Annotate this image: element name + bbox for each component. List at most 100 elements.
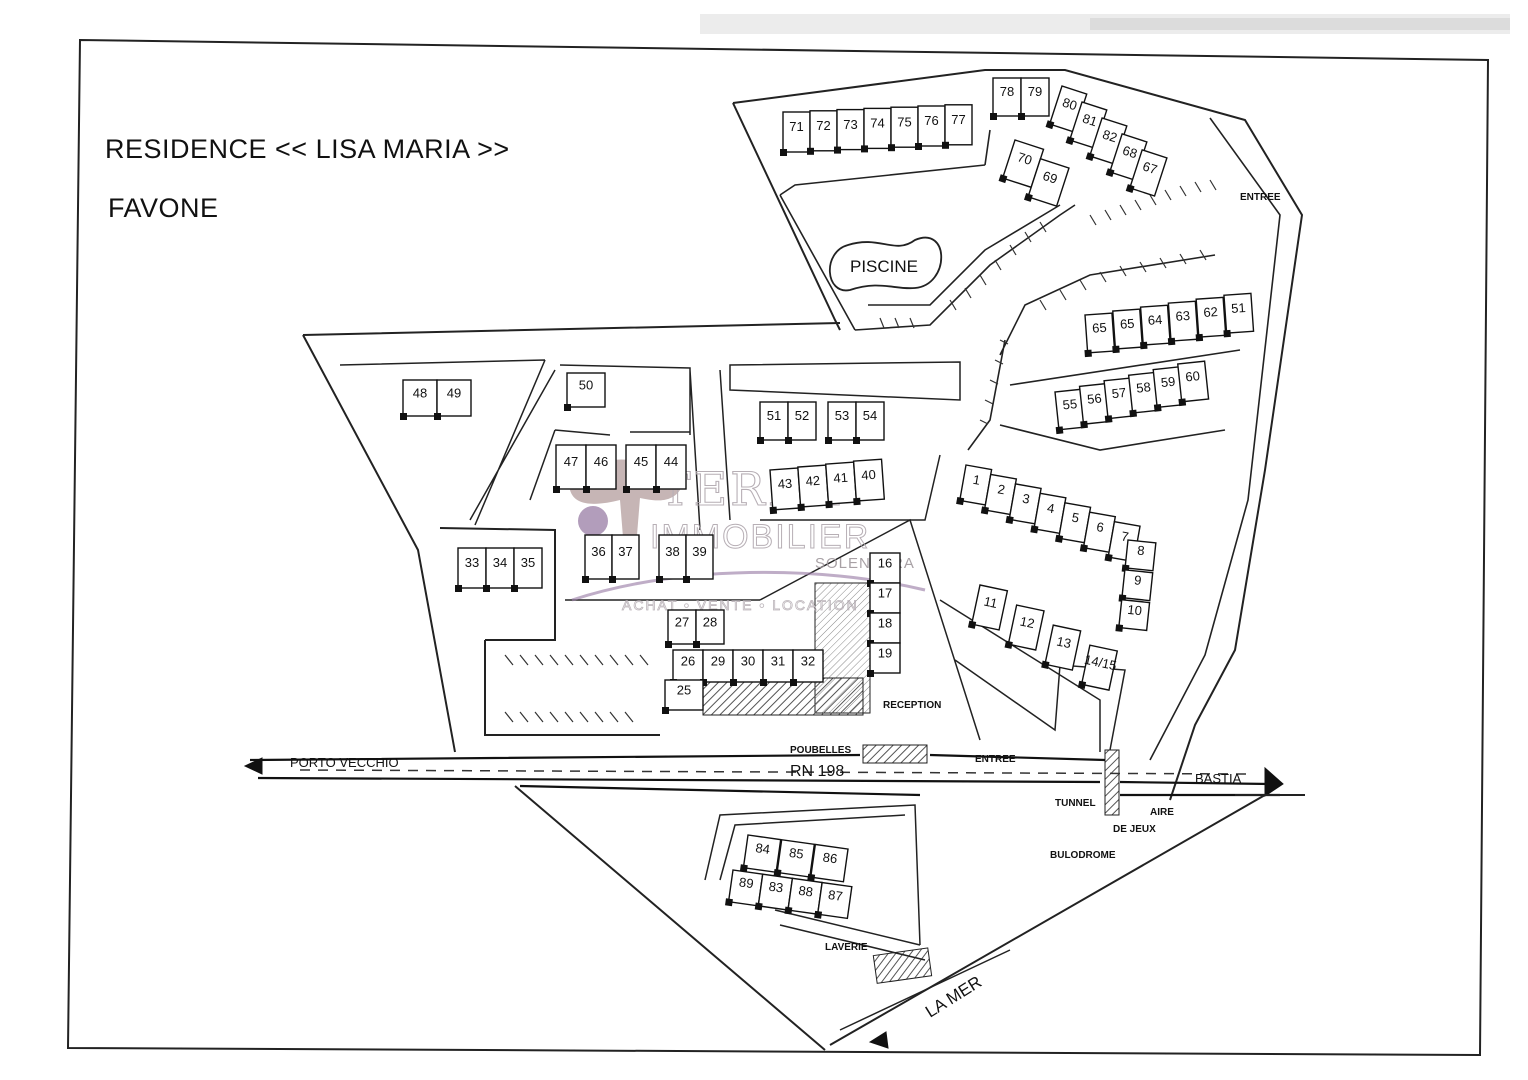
unit-38[interactable]: 38	[656, 534, 687, 583]
unit-outline	[827, 401, 857, 441]
parking-marker-icon	[1129, 409, 1138, 418]
unit-5[interactable]: 5	[1055, 501, 1092, 546]
unit-60[interactable]: 60	[1175, 360, 1210, 407]
unit-75[interactable]: 75	[888, 106, 919, 152]
unit-19[interactable]: 19	[867, 642, 901, 677]
unit-45[interactable]: 45	[623, 444, 657, 493]
unit-32[interactable]: 32	[790, 649, 824, 686]
unit-27[interactable]: 27	[665, 609, 697, 648]
unit-36[interactable]: 36	[582, 534, 613, 583]
unit-31[interactable]: 31	[760, 649, 794, 686]
unit-33[interactable]: 33	[455, 547, 487, 592]
unit-outline	[787, 401, 817, 441]
unit-58[interactable]: 58	[1126, 371, 1161, 418]
unit-83[interactable]: 83	[754, 873, 794, 914]
parking-marker-icon	[583, 486, 590, 493]
unit-42[interactable]: 42	[795, 464, 830, 512]
unit-64[interactable]: 64	[1138, 304, 1171, 350]
unit-51[interactable]: 51	[757, 401, 789, 444]
unit-46[interactable]: 46	[583, 444, 617, 493]
west-block	[302, 322, 841, 753]
unit-85[interactable]: 85	[773, 838, 816, 881]
parking-marker-icon	[825, 500, 833, 509]
unit-13[interactable]: 13	[1041, 624, 1082, 673]
unit-88[interactable]: 88	[784, 877, 823, 918]
unit-49[interactable]: 49	[434, 379, 472, 420]
unit-70[interactable]: 70	[998, 139, 1045, 191]
unit-79[interactable]: 79	[1018, 77, 1050, 120]
unit-37[interactable]: 37	[609, 534, 640, 583]
parking-marker-icon	[1125, 184, 1135, 193]
unit-62[interactable]: 62	[1193, 296, 1227, 342]
unit-6[interactable]: 6	[1079, 511, 1117, 556]
unit-35[interactable]: 35	[511, 547, 543, 592]
unit-number: 37	[618, 544, 632, 559]
unit-outline	[809, 843, 849, 883]
parking-marker-icon	[1104, 415, 1113, 423]
unit-63[interactable]: 63	[1165, 300, 1199, 346]
unit-43[interactable]: 43	[767, 467, 802, 515]
unit-14-15[interactable]: 14/15	[1077, 644, 1120, 695]
unit-10[interactable]: 10	[1115, 598, 1151, 634]
unit-18[interactable]: 18	[867, 612, 901, 647]
unit-26[interactable]: 26	[670, 649, 704, 686]
unit-65[interactable]: 65	[1110, 308, 1144, 354]
north-enclosure	[732, 69, 1304, 801]
unit-48[interactable]: 48	[400, 379, 438, 420]
unit-65[interactable]: 65	[1082, 312, 1116, 358]
unit-74[interactable]: 74	[861, 107, 892, 153]
unit-8[interactable]: 8	[1121, 539, 1157, 575]
parking-marker-icon	[1004, 640, 1013, 649]
unit-52[interactable]: 52	[785, 401, 817, 444]
unit-44[interactable]: 44	[653, 444, 687, 493]
unit-53[interactable]: 53	[825, 401, 857, 444]
unit-78[interactable]: 78	[990, 77, 1022, 120]
unit-29[interactable]: 29	[700, 649, 734, 686]
unit-71[interactable]: 71	[780, 111, 811, 156]
inner-road-east	[967, 254, 1241, 451]
unit-56[interactable]: 56	[1077, 382, 1112, 429]
unit-86[interactable]: 86	[807, 843, 849, 886]
unit-89[interactable]: 89	[725, 869, 764, 910]
unit-12[interactable]: 12	[1004, 604, 1045, 653]
unit-59[interactable]: 59	[1150, 366, 1185, 412]
unit-9[interactable]: 9	[1118, 569, 1154, 605]
unit-54[interactable]: 54	[853, 401, 885, 444]
unit-47[interactable]: 47	[553, 444, 587, 493]
parking-marker-icon	[814, 910, 823, 919]
unit-28[interactable]: 28	[693, 609, 725, 648]
unit-72[interactable]: 72	[807, 110, 838, 155]
unit-17[interactable]: 17	[867, 582, 901, 617]
unit-outline	[869, 582, 901, 614]
unit-77[interactable]: 77	[942, 104, 973, 149]
watermark-tagline: ACHAT • VENTE • LOCATION	[622, 597, 859, 613]
unit-11[interactable]: 11	[967, 584, 1009, 633]
unit-39[interactable]: 39	[683, 534, 714, 583]
west-roads	[339, 359, 961, 601]
unit-76[interactable]: 76	[915, 105, 946, 150]
road-west-label: PORTO VECCHIO	[290, 755, 399, 770]
unit-number: 18	[878, 615, 892, 630]
unit-25[interactable]: 25	[662, 679, 704, 714]
unit-69[interactable]: 69	[1023, 157, 1070, 210]
unit-55[interactable]: 55	[1052, 388, 1087, 435]
unit-73[interactable]: 73	[834, 108, 865, 154]
unit-67[interactable]: 67	[1125, 149, 1168, 200]
unit-87[interactable]: 87	[814, 881, 853, 922]
unit-34[interactable]: 34	[483, 547, 515, 592]
main-road-center	[299, 769, 1251, 775]
unit-40[interactable]: 40	[851, 458, 886, 506]
unit-number: 89	[738, 874, 754, 891]
parking-marker-icon	[455, 585, 462, 592]
unit-16[interactable]: 16	[867, 552, 901, 587]
unit-51[interactable]: 51	[1221, 292, 1255, 338]
unit-50[interactable]: 50	[564, 372, 606, 411]
unit-84[interactable]: 84	[739, 834, 782, 877]
unit-30[interactable]: 30	[730, 649, 764, 686]
unit-number: 3	[1021, 491, 1031, 507]
unit-41[interactable]: 41	[823, 461, 858, 509]
play-area-label: AIRE	[1150, 807, 1174, 818]
unit-1[interactable]: 1	[956, 464, 993, 508]
